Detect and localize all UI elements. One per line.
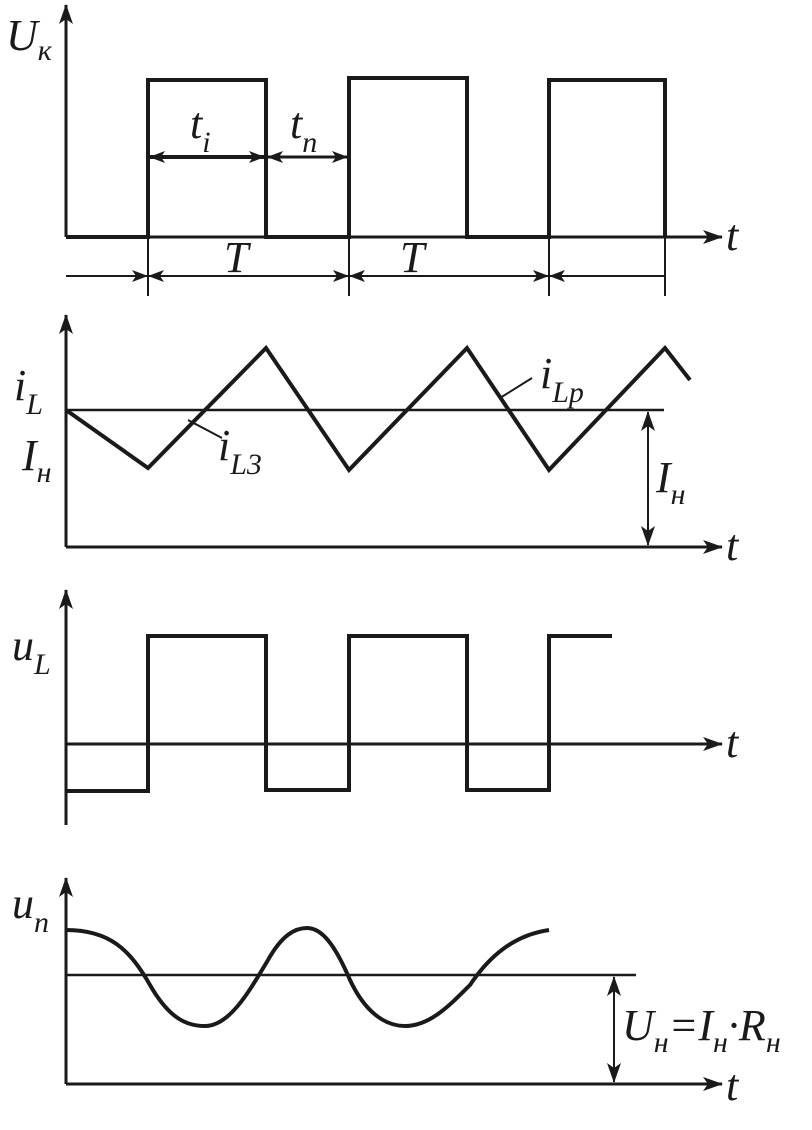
il-mean-label: Iн (21, 431, 52, 489)
uk-y-label: Uк (6, 11, 53, 67)
ilp-leader (499, 377, 533, 399)
ul-y-label: uL (12, 621, 51, 681)
il-triangle-wave (64, 344, 692, 474)
panel-un: uп Uн=Iн·Rн t (12, 877, 781, 1110)
un-formula-label: Uн=Iн·Rн (622, 1001, 781, 1059)
tp-label: tп (290, 99, 317, 159)
un-time-label: t (726, 1061, 740, 1110)
panel-ul: uL t (12, 589, 740, 825)
in-dimension-label: Iн (655, 453, 686, 511)
ti-label: ti (190, 99, 211, 159)
il-time-label: t (726, 521, 740, 570)
panel-uk: Uк t ti tп T T (6, 4, 740, 296)
ul-time-label: t (726, 718, 740, 767)
il-y-label: iL (14, 361, 43, 421)
panel-il: iL Iн iL3 iLp Iн t (14, 314, 740, 570)
uk-pulse-train (66, 76, 667, 239)
un-y-label: uп (12, 879, 49, 939)
ul-square-wave (66, 634, 612, 793)
il3-leader (187, 419, 223, 439)
il3-label: iL3 (218, 421, 262, 481)
period-label-1: T (224, 233, 252, 282)
un-ripple-curve (65, 925, 550, 1029)
period-label-2: T (400, 233, 428, 282)
ilp-label: iLp (540, 349, 584, 409)
uk-time-label: t (726, 211, 740, 260)
